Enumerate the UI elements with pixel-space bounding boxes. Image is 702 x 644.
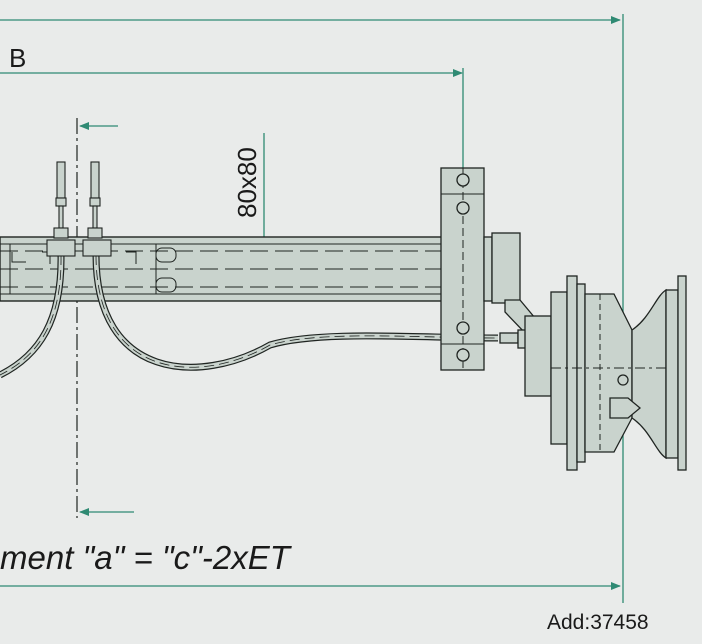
- dimension-lines: [0, 14, 624, 603]
- wheel-hub: [524, 275, 687, 471]
- axle-clamp: [440, 167, 493, 371]
- brake-cables: [0, 254, 499, 379]
- dimension-b-label: B: [9, 43, 26, 73]
- reference-code: Add:37458: [547, 611, 649, 634]
- cable-fittings: [46, 161, 112, 257]
- square-tube: [0, 236, 461, 302]
- section-size-label: 80x80: [232, 147, 262, 218]
- formula-label: ment "a" = "c"-2xET: [0, 539, 293, 576]
